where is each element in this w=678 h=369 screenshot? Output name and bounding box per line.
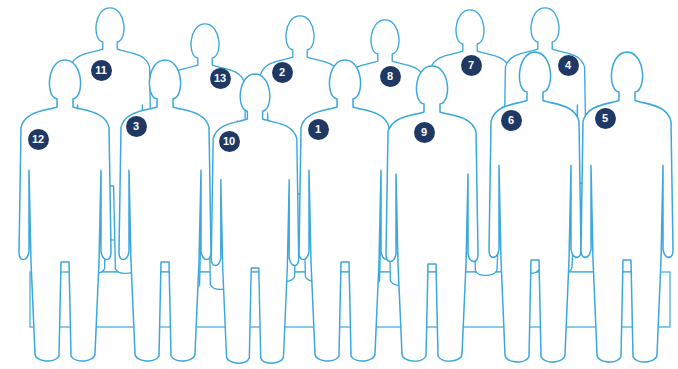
callout-number: 11	[95, 64, 107, 76]
callout-badge: 13	[210, 68, 231, 89]
callout-number: 13	[214, 72, 226, 84]
callout-badge: 10	[219, 131, 240, 152]
callout-number: 2	[279, 66, 285, 78]
callout-badge: 9	[414, 122, 435, 143]
callout-badge: 1	[308, 119, 329, 140]
callout-number: 10	[223, 135, 235, 147]
callout-badge: 8	[380, 66, 401, 87]
callout-number: 3	[133, 120, 139, 132]
callout-badge: 5	[595, 108, 616, 129]
callout-badge: 4	[558, 55, 579, 76]
callout-number: 1	[315, 123, 321, 135]
callout-number: 7	[468, 59, 474, 71]
callout-number: 8	[387, 70, 393, 82]
callout-badge: 7	[461, 55, 482, 76]
callout-badge: 11	[91, 60, 112, 81]
callout-badge: 3	[126, 116, 147, 137]
callout-badge: 2	[272, 62, 293, 83]
front-row	[19, 52, 673, 363]
callout-badge: 12	[28, 129, 49, 150]
callout-number: 6	[508, 114, 514, 126]
callout-badge: 6	[501, 110, 522, 131]
callout-number: 12	[32, 133, 44, 145]
callout-number: 4	[565, 59, 571, 71]
callout-number: 9	[421, 126, 427, 138]
callout-number: 5	[602, 112, 608, 124]
